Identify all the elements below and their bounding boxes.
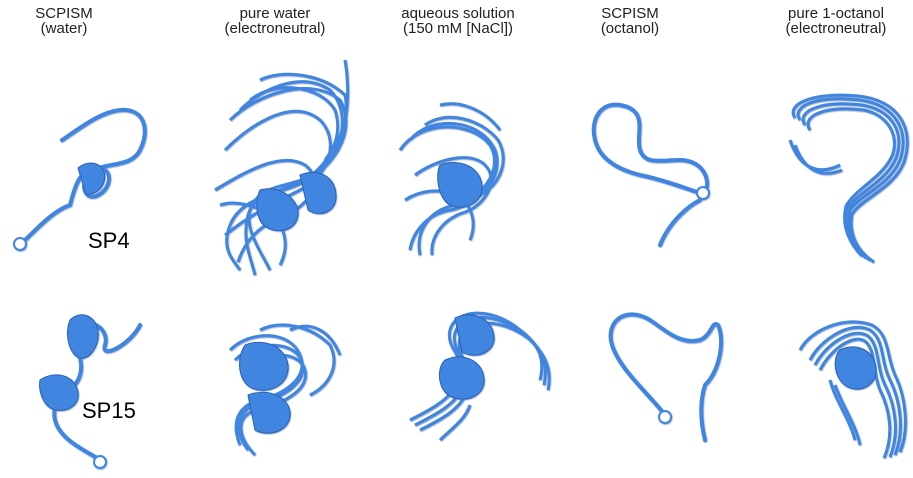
panel-sp15-aqueous-solution <box>410 313 549 440</box>
row-label-sp15: SP15 <box>82 398 136 424</box>
panel-sp4-scpism-octanol <box>594 105 709 245</box>
panel-sp4-pure-octanol <box>790 95 907 262</box>
panel-sp4-aqueous-solution <box>400 104 503 255</box>
row-label-sp4: SP4 <box>88 228 130 254</box>
panel-sp15-scpism-water <box>40 315 140 468</box>
panel-sp15-scpism-octanol <box>611 314 722 440</box>
panel-sp15-pure-octanol <box>800 322 905 458</box>
panel-sp15-pure-water <box>230 325 340 455</box>
panel-sp4-pure-water <box>215 60 348 275</box>
